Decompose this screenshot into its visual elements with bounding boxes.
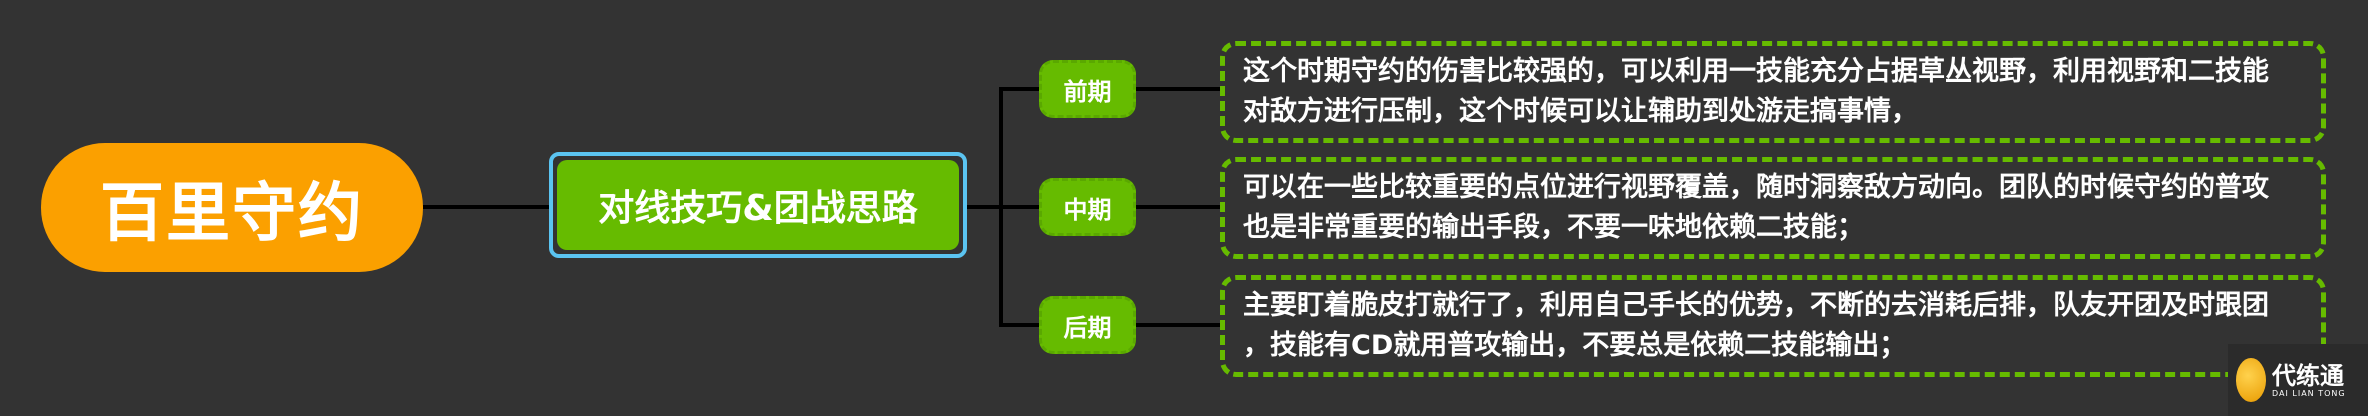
- root-node[interactable]: 百里守约: [41, 143, 423, 272]
- logo-sub: DAI LIAN TONG: [2272, 388, 2346, 398]
- logo-name: 代练通: [2272, 361, 2344, 390]
- branch-late[interactable]: 后期: [1039, 296, 1136, 354]
- branch-label: 前期: [1063, 77, 1112, 106]
- note-line: 也是非常重要的输出手段，不要一味地依赖二技能；: [1243, 212, 1864, 243]
- connector-early: [999, 87, 1039, 91]
- note-mid[interactable]: 可以在一些比较重要的点位进行视野覆盖，随时洞察敌方动向。团队的时候守约的普攻 也…: [1220, 157, 2326, 259]
- note-line: ，技能有CD就用普攻输出，不要总是依赖二技能输出；: [1243, 330, 1907, 361]
- connector-mid: [1003, 205, 1039, 209]
- topic-node[interactable]: 对线技巧&团战思路: [557, 160, 959, 250]
- watermark-logo: 代练通 DAI LIAN TONG: [2228, 344, 2368, 416]
- topic-label: 对线技巧&团战思路: [598, 188, 918, 229]
- topic-selection-outline: [549, 152, 967, 258]
- connector-early-text: [1136, 87, 1220, 91]
- connector-topic-trunk: [967, 205, 1003, 209]
- connector-late-text: [1136, 323, 1220, 327]
- note-early[interactable]: 这个时期守约的伤害比较强的，可以利用一技能充分占据草丛视野，利用视野和二技能 对…: [1220, 41, 2326, 143]
- branch-label: 中期: [1063, 195, 1112, 224]
- note-line: 对敌方进行压制，这个时候可以让辅助到处游走搞事情，: [1243, 96, 1918, 127]
- note-line: 这个时期守约的伤害比较强的，可以利用一技能充分占据草丛视野，利用视野和二技能: [1243, 56, 2269, 87]
- branch-mid[interactable]: 中期: [1039, 178, 1136, 236]
- connector-late: [999, 323, 1039, 327]
- branch-early[interactable]: 前期: [1039, 60, 1136, 118]
- note-line: 可以在一些比较重要的点位进行视野覆盖，随时洞察敌方动向。团队的时候守约的普攻: [1243, 172, 2269, 203]
- branch-label: 后期: [1063, 313, 1112, 342]
- note-line: 主要盯着脆皮打就行了，利用自己手长的优势，不断的去消耗后排，队友开团及时跟团: [1243, 290, 2269, 321]
- connector-trunk: [999, 87, 1003, 327]
- note-late[interactable]: 主要盯着脆皮打就行了，利用自己手长的优势，不断的去消耗后排，队友开团及时跟团 ，…: [1220, 275, 2326, 377]
- connector-root-topic: [423, 205, 551, 209]
- logo-icon: [2236, 358, 2266, 402]
- connector-mid-text: [1136, 205, 1220, 209]
- root-label: 百里守约: [100, 176, 364, 251]
